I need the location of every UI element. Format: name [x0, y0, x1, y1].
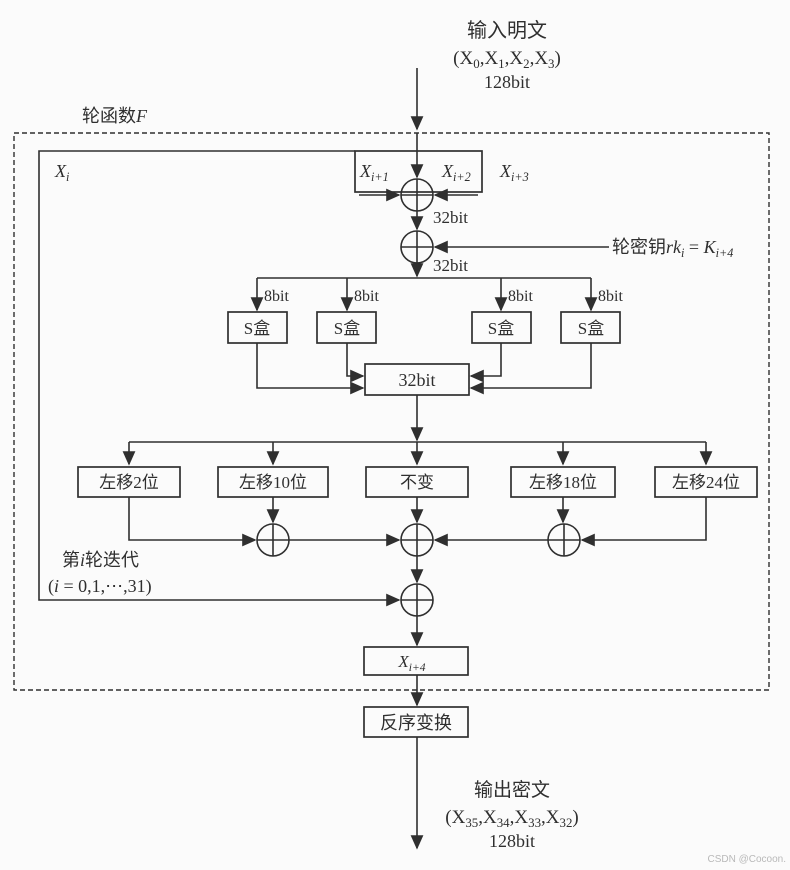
sbox-2-label: S盒: [334, 319, 360, 338]
xi1-label: Xi+1: [359, 161, 389, 184]
output-vector: (X35,X34,X33,X32): [445, 807, 578, 830]
bits8-label-2: 8bit: [354, 288, 379, 305]
shift-label-4: 左移18位: [529, 473, 597, 492]
round-function-label: 轮函数F: [82, 106, 148, 126]
reverse-transform-box: [363, 706, 469, 738]
sbox-1-label: S盒: [244, 319, 270, 338]
bits8-label-4: 8bit: [598, 288, 623, 305]
reverse-transform-label: 反序变换: [380, 713, 452, 733]
xor-node-d: [400, 583, 434, 617]
xi-feedback-line: [38, 150, 401, 607]
sbox3-out-arrow: [469, 343, 502, 383]
xi-label: Xi: [54, 161, 70, 184]
shift-label-1: 左移2位: [99, 473, 159, 492]
xor-node-c: [547, 523, 581, 557]
bits8-label-3: 8bit: [508, 288, 533, 305]
xi2-label: Xi+2: [441, 161, 471, 184]
output-bits: 128bit: [489, 831, 535, 851]
xor-node-b: [400, 523, 434, 557]
sbox2-out-arrow: [346, 343, 365, 383]
xi4-box: [363, 646, 469, 676]
xi4-label: Xi+4: [397, 652, 425, 674]
bits8-label-1: 8bit: [264, 288, 289, 305]
bits32-label-1: 32bit: [433, 208, 468, 227]
iteration-note-line2: (i = 0,1,⋯,31): [48, 576, 152, 597]
bits32-label-2: 32bit: [433, 256, 468, 275]
xor-node-2: [400, 230, 434, 264]
input-bits: 128bit: [484, 72, 530, 92]
sbox-3-label: S盒: [488, 319, 514, 338]
merge-32bit-label: 32bit: [398, 370, 435, 390]
shift1-to-xorA-arrow: [128, 497, 257, 547]
input-vector: (X0,X1,X2,X3): [453, 48, 561, 71]
sbox-4-label: S盒: [578, 319, 604, 338]
round-function-border: [13, 132, 770, 691]
input-title: 输入明文: [467, 19, 547, 42]
watermark: CSDN @Cocoon.: [707, 854, 786, 865]
xor-node-1: [400, 178, 434, 212]
round-key-label: 轮密钥rki = Ki+4: [612, 237, 733, 260]
shift-label-5: 左移24位: [672, 473, 740, 492]
shift-label-2: 左移10位: [239, 473, 307, 492]
sbox1-out-arrow: [256, 343, 365, 395]
xor-node-a: [256, 523, 290, 557]
output-title: 输出密文: [474, 779, 550, 801]
iteration-note-line1: 第i轮迭代: [62, 550, 139, 570]
word-register-box: [354, 150, 483, 193]
shift-label-3: 不变: [400, 473, 434, 492]
sbox4-out-arrow: [469, 343, 592, 395]
xi3-label: Xi+3: [499, 161, 529, 184]
shift5-to-xorC-arrow: [580, 497, 707, 547]
